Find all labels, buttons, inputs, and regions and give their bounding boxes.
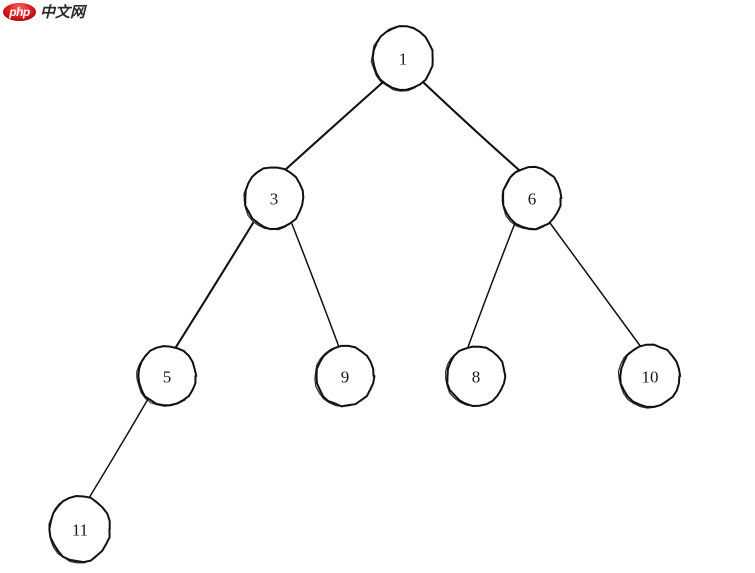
tree-edge-n6-n10	[549, 222, 642, 348]
site-watermark: php 中文网	[3, 2, 85, 22]
tree-node-6[interactable]: 6	[501, 165, 563, 231]
tree-node-5[interactable]: 5	[136, 345, 198, 407]
tree-nodes-group: 1 3 6 5 9 8 10 11	[48, 25, 682, 564]
tree-edge-n5-n11	[88, 398, 149, 499]
node-outline	[137, 345, 198, 407]
node-outline	[371, 25, 434, 91]
node-outline	[446, 345, 507, 407]
node-label-9: 9	[341, 368, 350, 387]
node-label-1: 1	[399, 50, 408, 69]
tree-node-11[interactable]: 11	[48, 494, 111, 564]
node-outline	[244, 166, 305, 231]
tree-edge-n3-n5	[174, 221, 255, 349]
tree-edge-n1-n3	[283, 81, 384, 172]
tree-node-8[interactable]: 8	[444, 345, 507, 407]
tree-node-10[interactable]: 10	[617, 343, 682, 409]
node-outline	[619, 343, 682, 408]
node-label-10: 10	[642, 368, 659, 387]
tree-edge-n1-n6	[422, 81, 521, 172]
tree-node-1[interactable]: 1	[370, 25, 434, 92]
tree-node-3[interactable]: 3	[243, 166, 305, 231]
site-name-label: 中文网	[40, 2, 86, 21]
php-logo-icon: php	[3, 3, 36, 21]
node-label-11: 11	[72, 521, 88, 540]
node-outline	[502, 165, 563, 231]
node-label-5: 5	[163, 368, 172, 387]
node-label-6: 6	[528, 190, 537, 209]
node-label-8: 8	[472, 368, 481, 387]
node-outline	[315, 344, 376, 408]
node-outline	[48, 494, 111, 564]
tree-edge-n3-n9	[291, 223, 340, 348]
tree-edge-n6-n8	[467, 222, 516, 348]
tree-edges-group	[88, 81, 642, 499]
tree-node-9[interactable]: 9	[314, 344, 376, 408]
node-label-3: 3	[270, 190, 279, 209]
